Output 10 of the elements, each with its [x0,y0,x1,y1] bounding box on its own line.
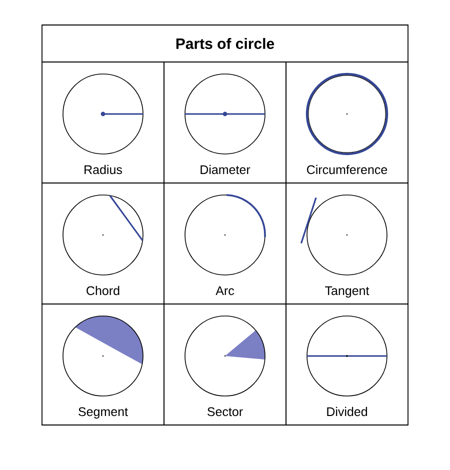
table-cell: Tangent [286,182,408,304]
table-cell: Circumference [286,62,408,184]
table-cell: Sector [164,304,286,426]
table-cell: Radius [42,62,164,184]
table-cell: Arc [164,182,286,304]
table-cell: Diameter [164,62,286,184]
title-cell: Parts of circle [42,24,408,62]
table-cell: Divided [286,304,408,426]
table-cell: Segment [42,304,164,426]
table-cell: Chord [42,182,164,304]
